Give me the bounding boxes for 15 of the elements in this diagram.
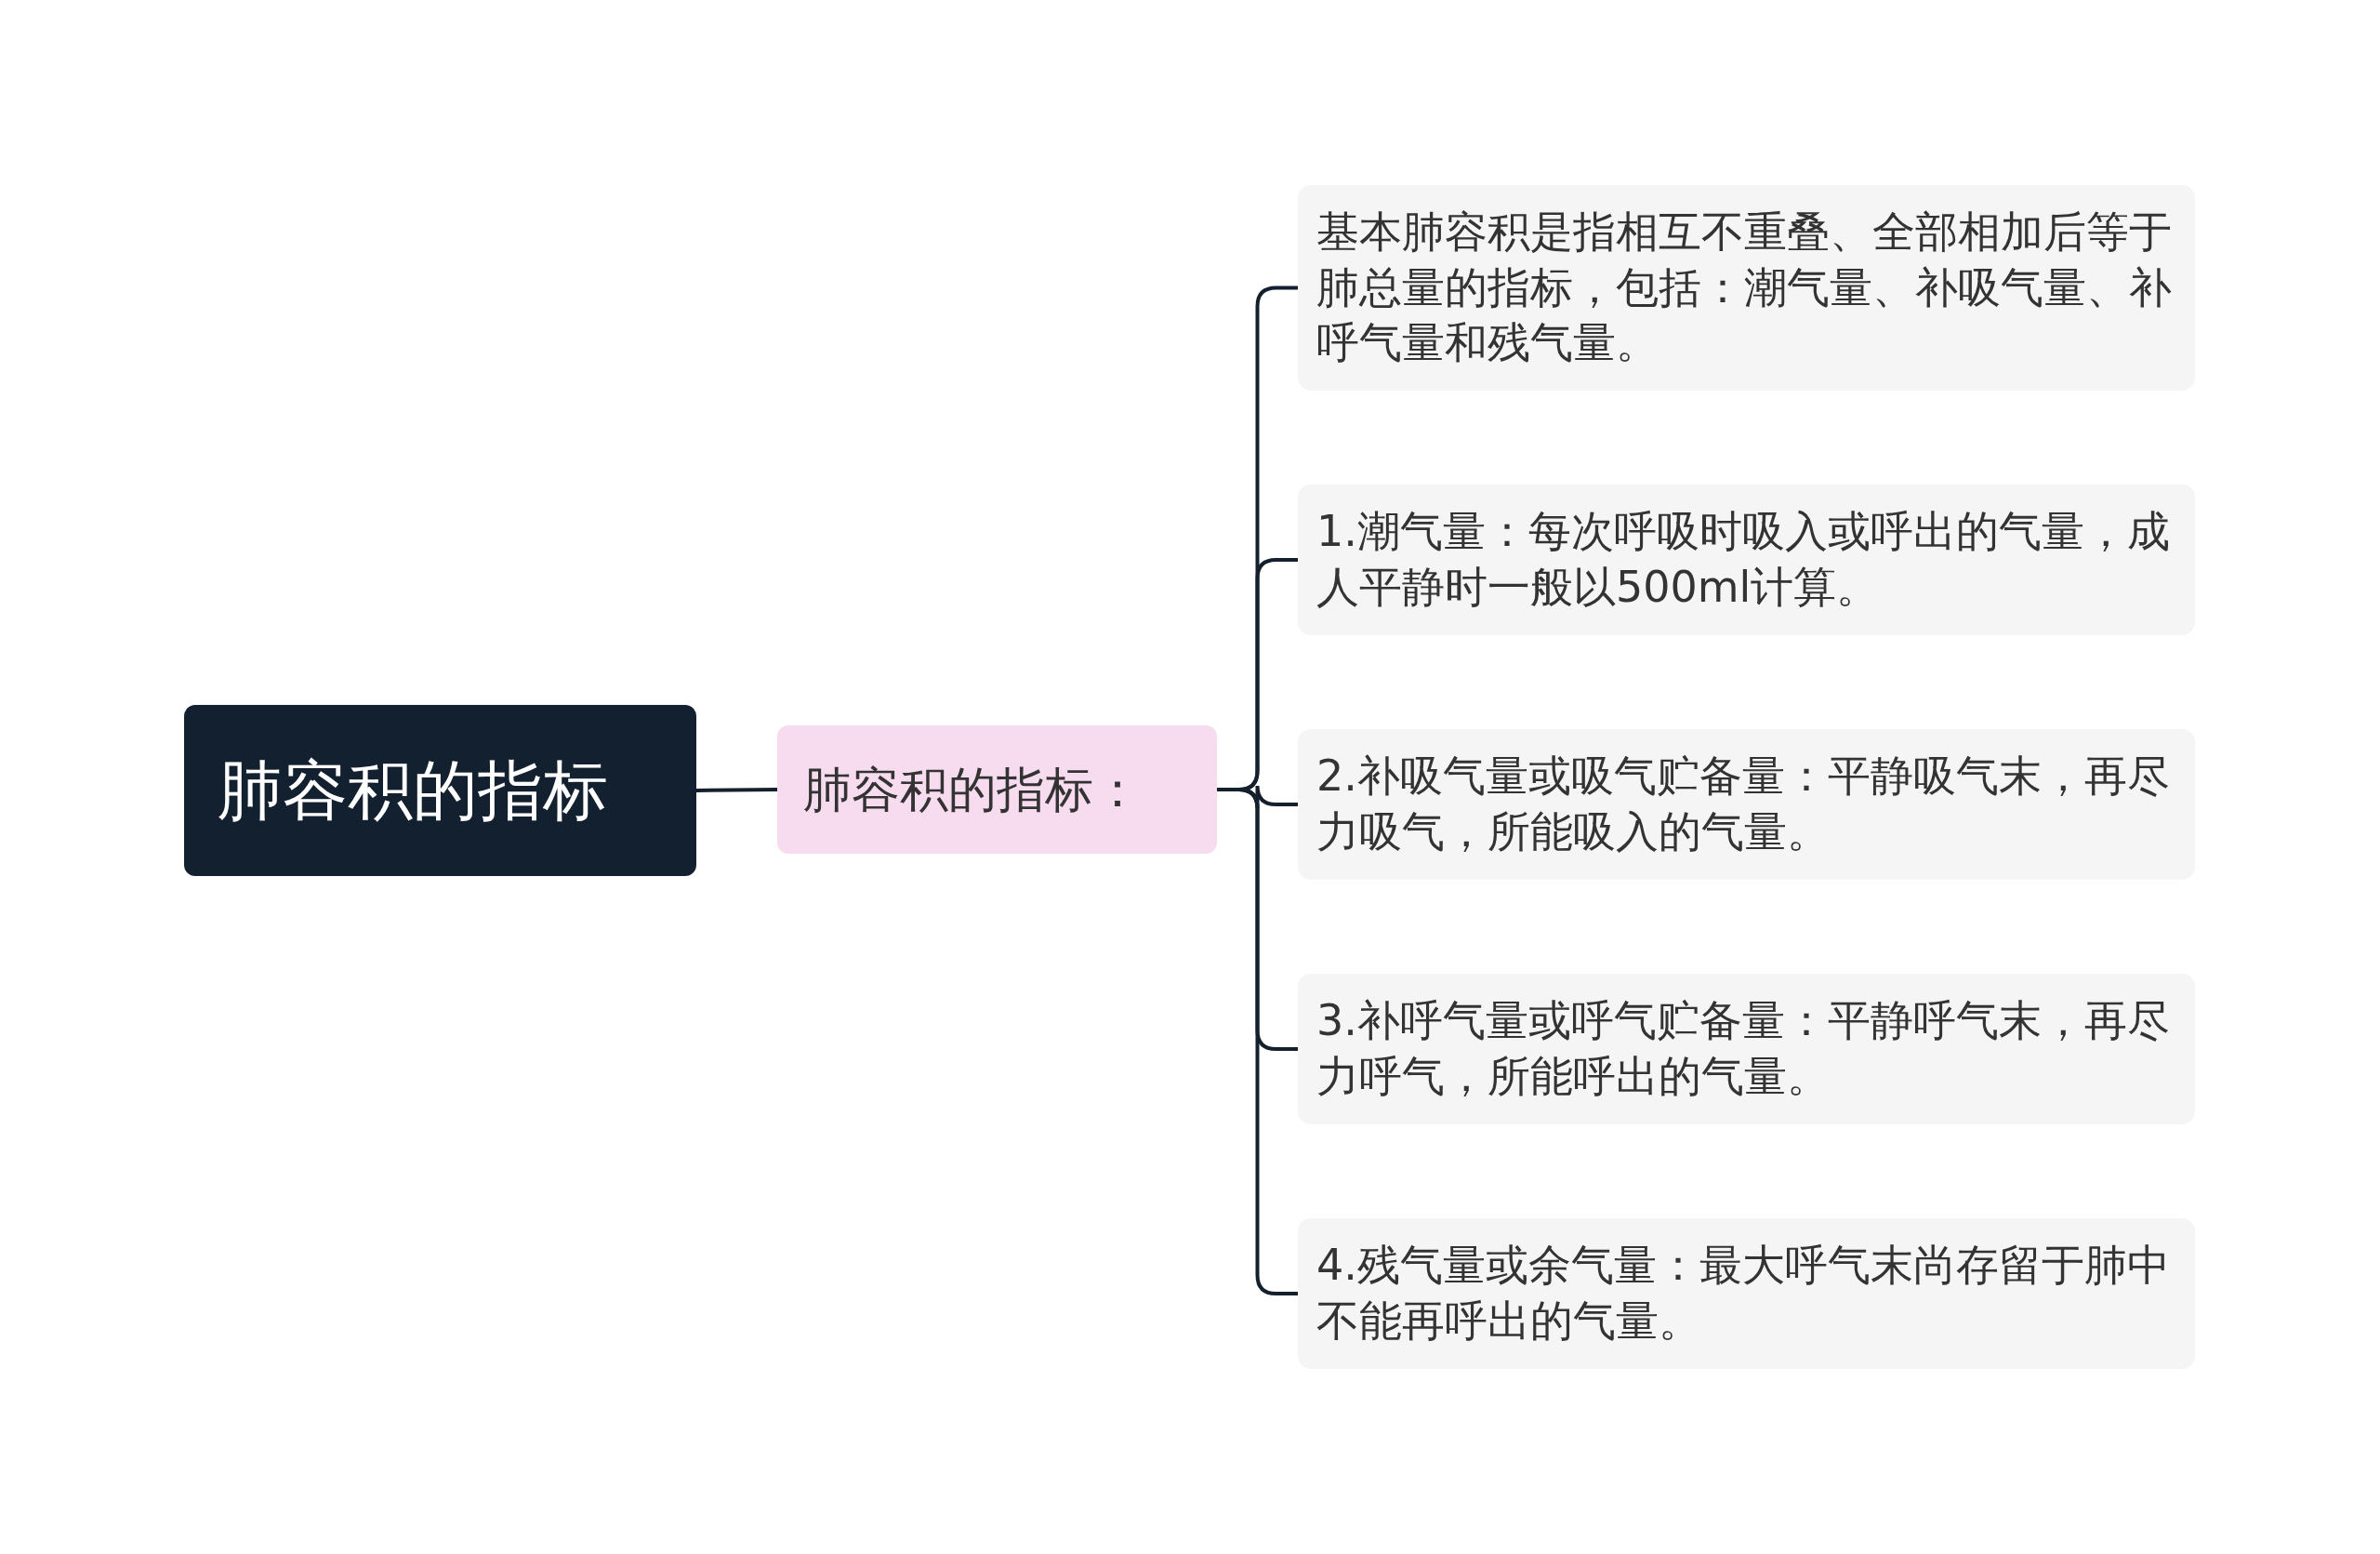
subtopic-box bbox=[1298, 729, 2195, 880]
connector-line bbox=[695, 788, 778, 792]
subtopic-box bbox=[1298, 485, 2195, 635]
subtopic-box bbox=[1298, 185, 2195, 391]
topic-text: 4.残气量或余气量：最大呼气末尚存留于肺中不能再呼出的气量。 bbox=[1316, 1239, 2171, 1348]
topic-text: 1.潮气量：每次呼吸时吸入或呼出的气量，成人平静时一般以500ml计算。 bbox=[1316, 505, 2171, 614]
topic-text: 2.补吸气量或吸气贮备量：平静吸气末，再尽力吸气，所能吸入的气量。 bbox=[1316, 750, 2171, 858]
subtopic-box bbox=[1298, 1218, 2195, 1369]
topic-box bbox=[777, 725, 1217, 854]
root-topic-box bbox=[184, 705, 696, 876]
topic-text: 基本肺容积是指相互不重叠、全部相加后等于肺总量的指标，包括：潮气量、补吸气量、补呼气量和残气量。 bbox=[1316, 205, 2173, 370]
topic-text: 肺容积的指标： bbox=[803, 760, 1142, 819]
topic-text: 3.补呼气量或呼气贮备量：平静呼气末，再尽力呼气，所能呼出的气量。 bbox=[1316, 994, 2171, 1103]
subtopic-box bbox=[1298, 974, 2195, 1124]
topic-text: 肺容积的指标 bbox=[218, 751, 608, 830]
